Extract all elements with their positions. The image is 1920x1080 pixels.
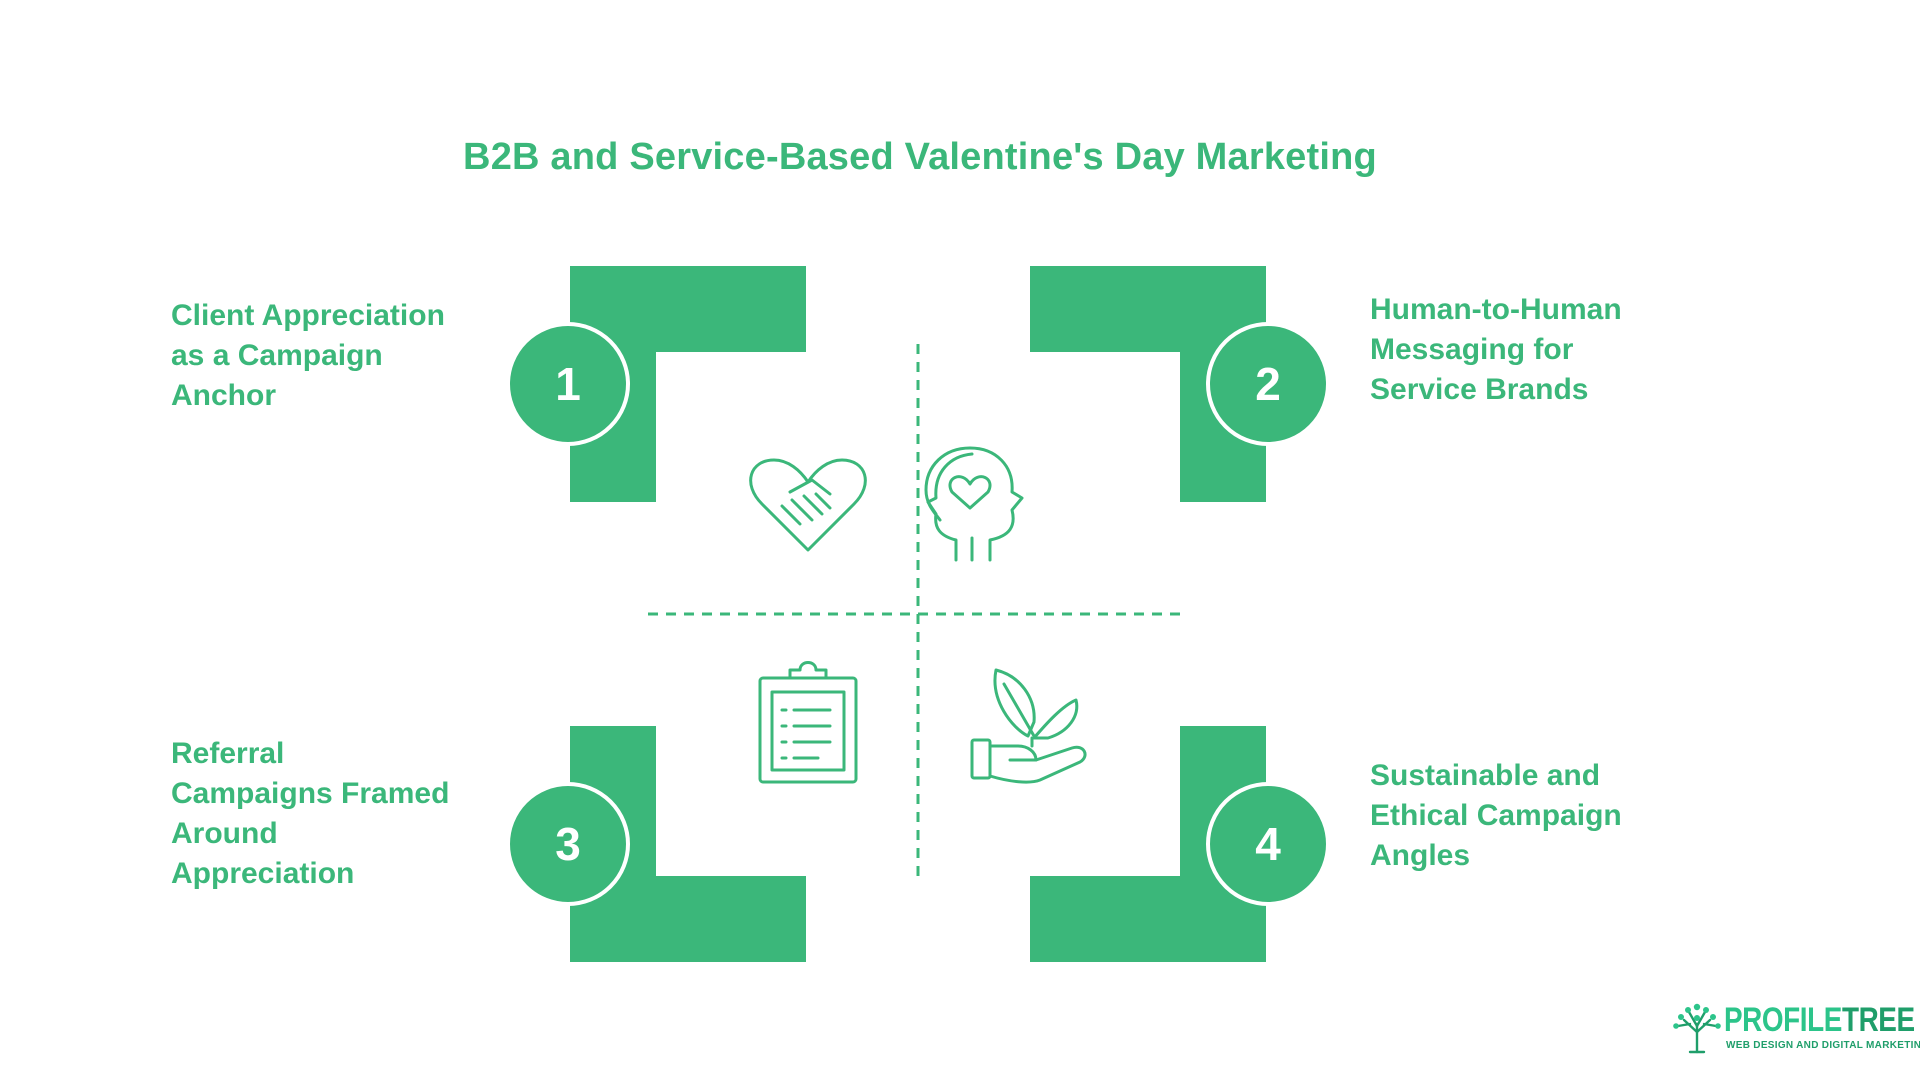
logo-tagline: WEB DESIGN AND DIGITAL MARKETING [1726,1040,1920,1051]
bracket-2 [1030,266,1266,502]
page-title: B2B and Service-Based Valentine's Day Ma… [463,136,1377,178]
quadrant-label-3: Referral Campaigns Framed Around Appreci… [171,737,450,890]
heart-handshake-icon [749,458,867,552]
step-circle-3: 3 [506,782,630,906]
clipboard-checklist-icon [758,661,858,784]
quadrant-label-4: Sustainable and Ethical Campaign Angles [1370,759,1622,872]
step-number-1: 1 [555,358,581,410]
step-number-2: 2 [1255,358,1281,410]
step-circle-4: 4 [1206,782,1330,906]
bracket-3 [570,726,806,962]
tree-logo-icon [1673,1003,1721,1054]
logo-wordmark: PROFILETREE [1724,1001,1915,1039]
hand-plant-icon [970,668,1087,784]
bracket-1 [570,266,806,502]
step-circle-2: 2 [1206,322,1330,446]
step-number-4: 4 [1255,818,1281,870]
step-number-3: 3 [555,818,581,870]
quadrant-label-2: Human-to-Human Messaging for Service Bra… [1370,293,1622,406]
bracket-4 [1030,726,1266,962]
step-circle-1: 1 [506,322,630,446]
quadrant-label-1: Client Appreciation as a Campaign Anchor [171,299,445,412]
profiletree-logo: PROFILETREE WEB DESIGN AND DIGITAL MARKE… [1672,998,1920,1058]
heads-heart-icon [924,446,1024,562]
